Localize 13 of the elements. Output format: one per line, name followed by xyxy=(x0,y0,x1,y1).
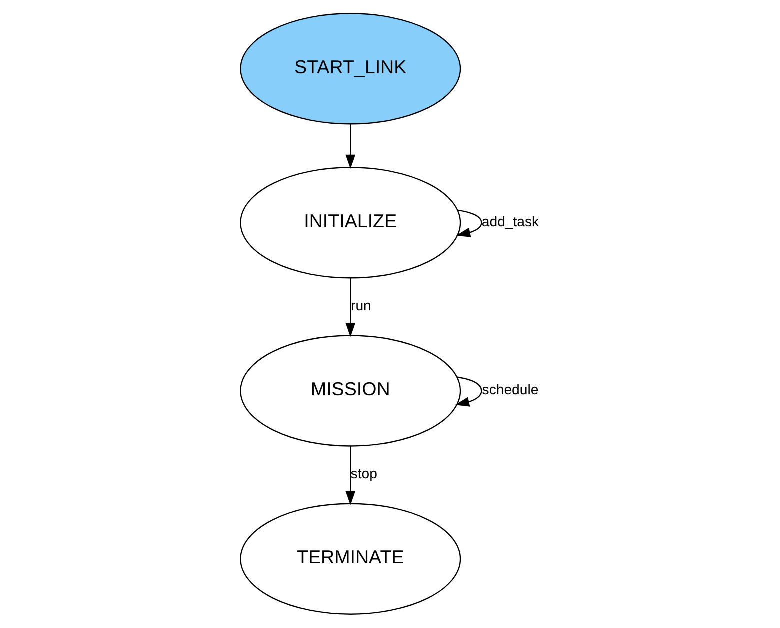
arrow xyxy=(346,124,356,170)
arrow xyxy=(456,210,482,238)
node-ellipse: MISSION xyxy=(240,335,462,447)
arrow xyxy=(455,376,482,407)
node-ellipse: INITIALIZE xyxy=(240,167,462,279)
arrow xyxy=(346,446,356,506)
edge-label: stop xyxy=(350,466,378,482)
edge-label: add_task xyxy=(482,214,540,230)
edge-label: run xyxy=(351,298,372,314)
edge-label: schedule xyxy=(482,382,539,398)
node-ellipse: START_LINK xyxy=(240,13,462,125)
arrow xyxy=(346,278,356,338)
node-ellipse: TERMINATE xyxy=(240,503,462,615)
